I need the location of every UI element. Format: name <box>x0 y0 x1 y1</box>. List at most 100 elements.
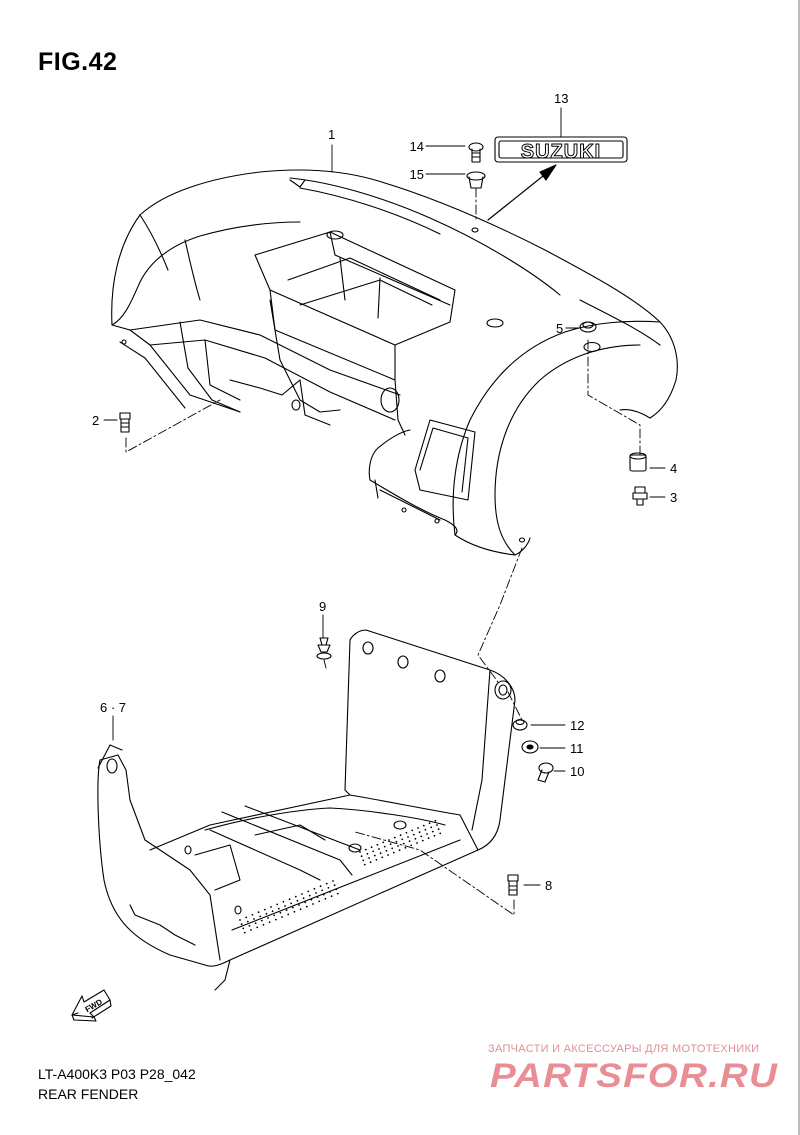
section-name: REAR FENDER <box>38 1086 139 1102</box>
perforation-dot <box>430 826 433 829</box>
perforation-dot <box>251 913 254 916</box>
perforation-dot <box>302 897 305 900</box>
perforation-dot <box>336 892 339 895</box>
perforation-dot <box>436 824 438 826</box>
perforation-dot <box>256 926 259 929</box>
perforation-dot <box>360 855 363 858</box>
perforation-dot <box>404 846 407 849</box>
perforation-dot <box>433 834 436 837</box>
perforation-dot <box>387 854 389 856</box>
perforation-dot <box>329 891 331 893</box>
perforation-dot <box>422 824 425 827</box>
perforation-dot <box>279 911 282 914</box>
perforation-dot <box>382 841 385 844</box>
perforation-dot <box>332 880 334 882</box>
perforation-dot <box>263 908 266 911</box>
fwd-arrow-icon <box>71 989 112 1022</box>
perforation-dot <box>397 845 399 847</box>
emblem-lettering: SUZUKI <box>521 141 601 163</box>
perforation-dot <box>416 842 418 844</box>
callout-8: 8 <box>545 878 552 893</box>
perforation-dot <box>250 929 252 931</box>
perforation-dot <box>274 918 277 921</box>
nut-15 <box>466 171 486 189</box>
perforation-dot <box>375 858 378 861</box>
model-code: LT-A400K3 P03 P28_042 <box>38 1066 196 1082</box>
bolt-8 <box>507 874 519 896</box>
perforation-dot <box>393 836 396 839</box>
perforation-dot <box>268 921 271 924</box>
perforation-dot <box>265 912 268 915</box>
perforation-dot <box>363 863 366 866</box>
perforation-dot <box>259 915 262 918</box>
perforation-dot <box>287 913 290 916</box>
perforation-dot <box>270 906 272 908</box>
perforation-dot <box>437 828 440 831</box>
perforation-dot <box>267 917 269 919</box>
perforation-dot <box>284 905 286 907</box>
callout-12: 12 <box>570 718 584 733</box>
page-frame-edge <box>798 0 800 1135</box>
perforation-dot <box>288 898 291 901</box>
perforation-dot <box>285 909 288 912</box>
perforation-dot <box>305 905 308 908</box>
grommet-5 <box>579 321 597 333</box>
perforation-dot <box>257 911 260 914</box>
perforation-dot <box>378 848 380 850</box>
perforation-dot <box>325 882 328 885</box>
perforation-dot <box>408 840 411 843</box>
callout-10: 10 <box>570 764 584 779</box>
perforation-dot <box>401 838 404 841</box>
perforation-dot <box>310 898 313 901</box>
perforation-dot <box>335 888 338 891</box>
perforation-dot <box>248 924 251 927</box>
callout-15: 15 <box>410 167 424 182</box>
perforation-dot <box>359 851 361 853</box>
perforation-dot <box>383 845 386 848</box>
perforation-dot <box>277 907 280 910</box>
perforation-dot <box>379 852 382 855</box>
perforation-dot <box>428 822 431 825</box>
perforation-dot <box>308 894 311 897</box>
perforation-dot <box>398 849 401 852</box>
perforation-dot <box>385 849 388 852</box>
perforation-dot <box>376 843 379 846</box>
watermark-logo: PARTSFOR.RU <box>490 1058 778 1092</box>
perforation-dot <box>420 835 423 838</box>
perforation-dot <box>391 847 394 850</box>
callout-13: 13 <box>554 91 568 106</box>
callout-4: 4 <box>670 461 677 476</box>
figure-title: FIG.42 <box>38 48 118 76</box>
perforation-dot <box>411 829 414 832</box>
callout-14: 14 <box>410 139 424 154</box>
perforation-dot <box>412 833 415 836</box>
callout-9: 9 <box>319 599 326 614</box>
rear-fender-body <box>111 169 678 556</box>
perforation-dot <box>296 899 299 902</box>
perforation-dot <box>316 896 319 899</box>
perforation-dot <box>421 839 424 842</box>
perforation-dot <box>243 931 246 934</box>
perforation-dot <box>293 910 296 913</box>
perforation-dot <box>299 908 302 911</box>
perforation-dot <box>290 902 293 905</box>
bolt-2 <box>119 412 131 433</box>
callout-11: 11 <box>570 741 584 756</box>
perforation-dot <box>319 885 322 888</box>
perforation-dot <box>427 837 430 840</box>
perforation-dot <box>282 900 285 903</box>
perforation-dot <box>301 893 303 895</box>
assembly-dashed-lines <box>125 187 641 916</box>
bolt-3 <box>632 486 648 506</box>
callout-2: 2 <box>92 413 99 428</box>
perforation-dot <box>318 900 321 903</box>
perforation-dot <box>281 916 283 918</box>
perforation-dot <box>417 827 419 829</box>
emblem-arrow <box>487 164 557 221</box>
perforation-dot <box>330 895 333 898</box>
perforation-dot <box>304 901 307 904</box>
perforation-dot <box>370 846 373 849</box>
perforation-dot <box>260 919 263 922</box>
perforation-dot <box>298 904 300 906</box>
